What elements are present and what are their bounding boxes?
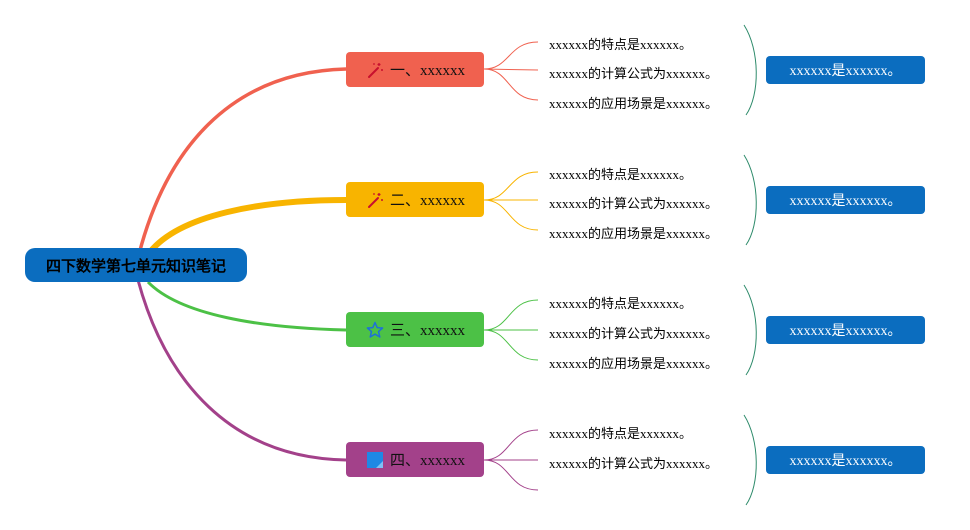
leaf-text[interactable]: xxxxxx的计算公式为xxxxxx。 [549,326,719,341]
branch-label: 二、xxxxxx [390,193,466,209]
leaf-connectors-3 [483,299,539,361]
summary-topic-1[interactable]: xxxxxx是xxxxxx。 [766,56,925,84]
summary-bracket-2 [743,154,757,246]
summary-label: xxxxxx是xxxxxx。 [789,64,902,79]
leaf-text[interactable]: xxxxxx的特点是xxxxxx。 [549,167,693,182]
leaf-text[interactable]: xxxxxx的特点是xxxxxx。 [549,296,693,311]
summary-topic-4[interactable]: xxxxxx是xxxxxx。 [766,446,925,474]
star-icon [366,321,384,339]
leaf-text[interactable]: xxxxxx的特点是xxxxxx。 [549,426,693,441]
leaf-text[interactable]: xxxxxx的计算公式为xxxxxx。 [549,196,719,211]
summary-bracket-4 [743,414,757,506]
leaf-text[interactable]: xxxxxx的应用场景是xxxxxx。 [549,226,719,241]
branch-topic-3[interactable]: 三、xxxxxx [346,312,484,347]
magic-wand-icon [366,61,384,79]
leaf-text[interactable]: xxxxxx的应用场景是xxxxxx。 [549,356,719,371]
branch-label: 一、xxxxxx [390,63,466,79]
summary-label: xxxxxx是xxxxxx。 [789,324,902,339]
summary-label: xxxxxx是xxxxxx。 [789,194,902,209]
summary-topic-3[interactable]: xxxxxx是xxxxxx。 [766,316,925,344]
connector-branch-2 [147,197,347,254]
blue-square-icon [366,451,384,469]
branch-label: 三、xxxxxx [390,323,466,339]
summary-topic-2[interactable]: xxxxxx是xxxxxx。 [766,186,925,214]
root-topic[interactable]: 四下数学第七单元知识笔记 [25,248,247,282]
branch-topic-1[interactable]: 一、xxxxxx [346,52,484,87]
leaf-text[interactable]: xxxxxx的应用场景是xxxxxx。 [549,96,719,111]
connector-branch-3 [146,280,347,332]
branch-topic-4[interactable]: 四、xxxxxx [346,442,484,477]
connector-branch-4 [136,279,347,462]
summary-bracket-1 [743,24,757,116]
root-topic-label: 四下数学第七单元知识笔记 [45,257,226,275]
branch-topic-2[interactable]: 二、xxxxxx [346,182,484,217]
branch-label: 四、xxxxxx [390,453,466,469]
leaf-connectors-4 [483,429,539,491]
summary-label: xxxxxx是xxxxxx。 [789,454,902,469]
leaf-text[interactable]: xxxxxx的计算公式为xxxxxx。 [549,66,719,81]
magic-wand-icon [366,191,384,209]
connector-branch-1 [136,67,347,259]
leaf-text[interactable]: xxxxxx的特点是xxxxxx。 [549,37,693,52]
leaf-text[interactable]: xxxxxx的计算公式为xxxxxx。 [549,456,719,471]
summary-bracket-3 [743,284,757,376]
leaf-connectors-2 [483,171,539,231]
leaf-connectors-1 [483,41,539,101]
